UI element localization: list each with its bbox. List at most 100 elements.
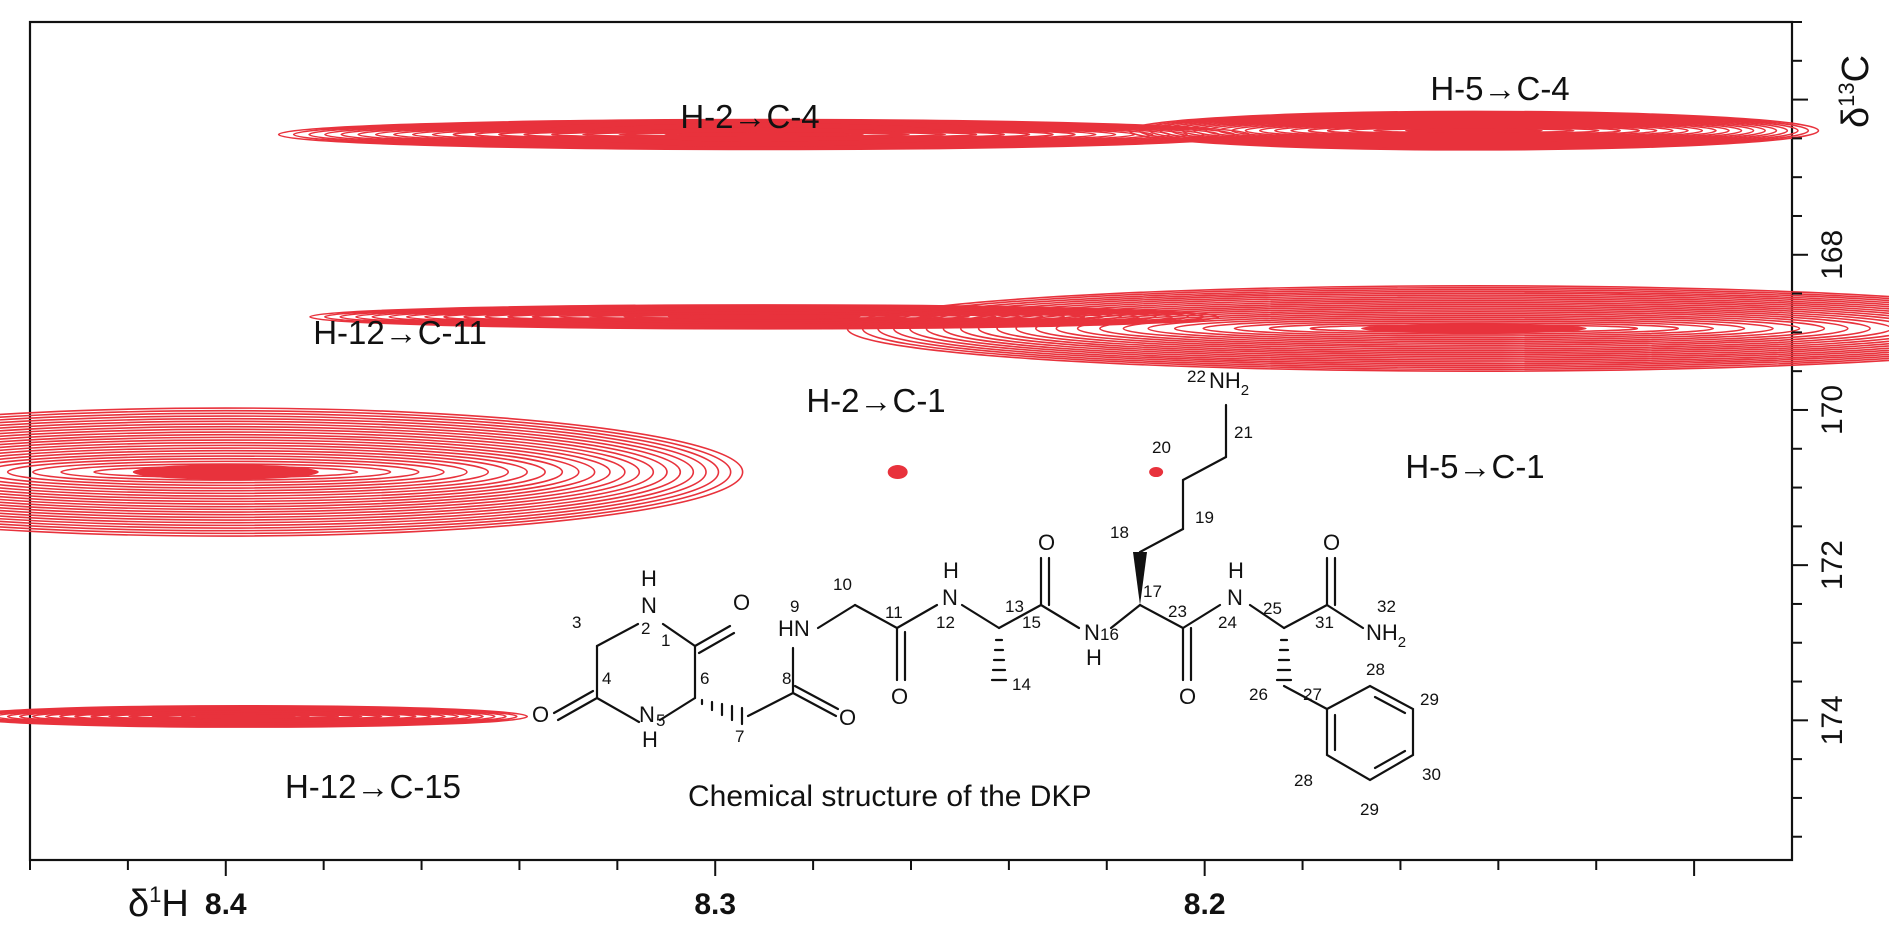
locant: 3 bbox=[572, 613, 581, 632]
annotation-h12-c11: H-12→C-11 bbox=[313, 314, 487, 351]
contour-level bbox=[32, 460, 420, 484]
contour-level bbox=[1170, 114, 1778, 147]
contour-level bbox=[474, 127, 1054, 142]
contour-level bbox=[960, 298, 1889, 359]
contour-level bbox=[1173, 316, 1774, 341]
locant: 31 bbox=[1315, 613, 1334, 632]
x-tick-label: 8.3 bbox=[694, 888, 736, 921]
peak-contour bbox=[0, 704, 528, 728]
locant: 2 bbox=[641, 619, 650, 638]
dkp-structure bbox=[552, 403, 1415, 782]
noise-lobe bbox=[1149, 467, 1164, 478]
contour-level bbox=[6, 457, 445, 487]
locant: 25 bbox=[1263, 599, 1282, 618]
locant: 28 bbox=[1294, 771, 1313, 790]
x-tick-label: 8.2 bbox=[1184, 888, 1226, 921]
contour-level bbox=[411, 125, 1117, 144]
contour-level bbox=[452, 127, 1076, 142]
x-axis-title-nucleus: 1 bbox=[149, 882, 161, 907]
y-axis-title-delta: δ bbox=[1835, 107, 1877, 128]
locant: 21 bbox=[1234, 423, 1253, 442]
contour-level bbox=[1307, 124, 1641, 137]
contour-level bbox=[0, 407, 744, 537]
contour-level bbox=[1147, 314, 1801, 343]
y-axis-title-element: C bbox=[1835, 55, 1877, 82]
locant: 6 bbox=[700, 669, 709, 688]
contour-level bbox=[582, 131, 947, 138]
locant: 9 bbox=[790, 597, 799, 616]
peak-contour bbox=[277, 118, 1251, 151]
atom-o-1: O bbox=[733, 590, 750, 615]
atom-h-12: H bbox=[943, 558, 959, 583]
locant: 29 bbox=[1360, 800, 1379, 819]
atom-h-16: H bbox=[1086, 645, 1102, 670]
hash-25-26 bbox=[1275, 638, 1293, 682]
contour-level bbox=[893, 290, 1889, 367]
annotation-h2-c4: H-2→C-4 bbox=[680, 98, 819, 135]
contour-level bbox=[340, 122, 1188, 147]
contour-level bbox=[0, 439, 580, 505]
atom-o-11: O bbox=[891, 684, 908, 709]
contour-level bbox=[1326, 125, 1621, 136]
atom-nh2-32: NH2 bbox=[1366, 620, 1406, 651]
contour-level bbox=[1128, 110, 1820, 151]
locant: 19 bbox=[1195, 508, 1214, 527]
contour-level bbox=[1193, 116, 1755, 145]
contour-level bbox=[0, 444, 546, 500]
peak-core bbox=[1411, 128, 1536, 133]
locant: 17 bbox=[1143, 582, 1162, 601]
hash-6-7 bbox=[700, 698, 744, 726]
contour-level bbox=[1099, 310, 1849, 346]
contour-level bbox=[1258, 121, 1689, 140]
x-axis-title: δ1H bbox=[128, 882, 189, 925]
locant: 5 bbox=[656, 711, 665, 730]
locant: 12 bbox=[936, 613, 955, 632]
hash-13-14 bbox=[990, 638, 1008, 682]
atom-o-15: O bbox=[1038, 530, 1055, 555]
peak-contour bbox=[1128, 110, 1820, 151]
contour-level bbox=[1076, 309, 1871, 348]
contour-level bbox=[0, 447, 528, 497]
noise-lobe bbox=[887, 465, 908, 480]
locant: 15 bbox=[1022, 613, 1041, 632]
locant: 8 bbox=[782, 669, 791, 688]
atom-n-5: N bbox=[639, 702, 655, 727]
contour-level bbox=[877, 288, 1889, 369]
contour-level bbox=[925, 294, 1889, 363]
locant: 10 bbox=[833, 575, 852, 594]
contour-level bbox=[0, 452, 489, 492]
contour-level bbox=[0, 449, 509, 495]
locant: 4 bbox=[602, 669, 611, 688]
contour-level bbox=[1055, 307, 1889, 350]
contour-level bbox=[909, 292, 1889, 365]
contour-level bbox=[523, 129, 1005, 140]
peak-core bbox=[682, 314, 846, 319]
contour-level bbox=[60, 463, 392, 481]
locant: 30 bbox=[1422, 765, 1441, 784]
locant: 13 bbox=[1005, 597, 1024, 616]
locant: 26 bbox=[1249, 685, 1268, 704]
annotation-h5-c4: H-5→C-4 bbox=[1430, 70, 1569, 107]
contour-level bbox=[1233, 320, 1715, 337]
atom-o-4: O bbox=[532, 702, 549, 727]
contour-level bbox=[1268, 322, 1680, 335]
contour-level bbox=[1202, 318, 1746, 339]
contour-level bbox=[0, 436, 596, 508]
contour-level bbox=[0, 415, 707, 529]
contour-level bbox=[0, 423, 668, 521]
locant: 27 bbox=[1303, 685, 1322, 704]
locant: 24 bbox=[1218, 613, 1237, 632]
atom-n-2: N bbox=[641, 593, 657, 618]
contour-level bbox=[1217, 118, 1730, 143]
locant: 22 bbox=[1187, 367, 1206, 386]
locant: 11 bbox=[885, 603, 903, 622]
atom-o-8: O bbox=[839, 705, 856, 730]
contour-level bbox=[0, 425, 655, 519]
locant: 14 bbox=[1012, 675, 1031, 694]
atom-n-24: N bbox=[1227, 585, 1243, 610]
atom-labels: NH2 H N O O N H O HN O H N O N H O H N O… bbox=[532, 368, 1406, 752]
y-tick-label: 168 bbox=[1816, 230, 1849, 280]
atom-n-16: N bbox=[1084, 620, 1100, 645]
contour-level bbox=[1181, 115, 1766, 146]
